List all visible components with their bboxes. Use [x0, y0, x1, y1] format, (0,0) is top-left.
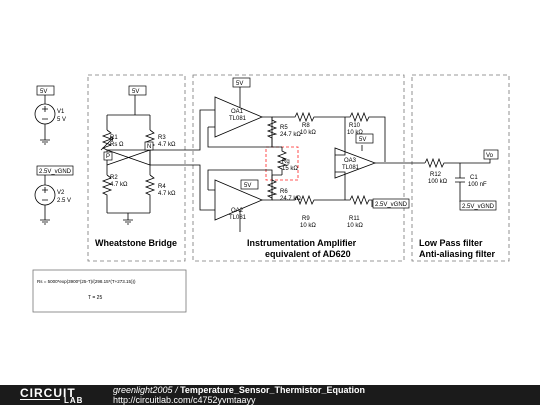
bridge-supply-label: 5V [132, 89, 139, 95]
r4-name: R4 [158, 184, 166, 190]
logo-bottom-text: LAB [64, 396, 84, 405]
equation-line2: T = 25 [88, 295, 102, 301]
node-p-label: P [106, 154, 110, 160]
r11-value: 10 kΩ [347, 223, 363, 229]
footer-bar: CIRCUIT LAB greenlight2005 / Temperature… [0, 385, 540, 405]
equation-line1: Rs = 5000*exp(3900*(25-T)/(298.15*(T+273… [37, 279, 136, 284]
v1-supply-tag: 5V [36, 85, 55, 96]
oa1-supply-tag: 5V [232, 77, 251, 88]
inamp-title-line1: Instrumentation Amplifier [247, 238, 357, 248]
r3-value: 4.7 kΩ [158, 142, 176, 148]
inamp-title-line2: equivalent of AD620 [265, 249, 351, 259]
v1-value: 5 V [57, 117, 66, 123]
r8-name: R8 [302, 123, 310, 129]
r3-name: R3 [158, 135, 166, 141]
oa2-part: TL081 [229, 215, 247, 221]
v2-value: 2.5 V [57, 198, 71, 204]
footer-title-line: greenlight2005 / Temperature_Sensor_Ther… [113, 385, 365, 395]
lpf-gnd-label: 2.5V_vGND [462, 204, 495, 210]
logo-bar [20, 399, 60, 400]
r2-name: R2 [110, 175, 118, 181]
circuit-title: Temperature_Sensor_Thermistor_Equation [180, 385, 365, 395]
lpf-gnd-tag: 2.5V_vGND [459, 200, 497, 211]
r9-value: 10 kΩ [300, 223, 316, 229]
r6-name: R6 [280, 189, 288, 195]
oa3-part: TL081 [342, 165, 360, 171]
inamp-block [192, 74, 405, 262]
v2-supply-tag: 2.5V_vGND [36, 165, 74, 176]
oa2-supply-tag: 5V [240, 179, 259, 190]
node-n-label: N [147, 144, 151, 150]
oa3-name: OA3 [344, 158, 357, 164]
r10-value: 10 kΩ [347, 130, 363, 136]
oa1-name: OA1 [231, 109, 244, 115]
equation-box [32, 269, 187, 313]
circuitlab-logo[interactable]: CIRCUIT LAB [20, 385, 98, 405]
r11-name: R11 [349, 216, 360, 222]
r1-value: Rs Ω [110, 142, 124, 148]
wheatstone-block [87, 74, 186, 262]
node-n-tag: N [144, 141, 154, 151]
r8-value: 10 kΩ [300, 130, 316, 136]
v2-supply-label: 2.5V_vGND [39, 169, 72, 175]
rg-name: Rg [282, 159, 290, 165]
oa2-name: OA2 [231, 208, 244, 214]
author-link[interactable]: greenlight2005 [113, 385, 173, 395]
lpf-block [411, 74, 510, 262]
v1-supply-label: 5V [40, 89, 47, 95]
r4-value: 4.7 kΩ [158, 191, 176, 197]
r5-value: 24.7 kΩ [280, 132, 301, 138]
vo-tag: Vo [483, 149, 499, 160]
r2-value: 4.7 kΩ [110, 182, 128, 188]
inamp-ref-label: 2.5V_vGND [375, 202, 408, 208]
oa3-supply-label: 5V [359, 137, 366, 143]
r10-name: R10 [349, 123, 361, 129]
wheatstone-title: Wheatstone Bridge [95, 238, 177, 248]
rg-value: 15 kΩ [282, 166, 298, 172]
r12-value: 100 kΩ [428, 179, 448, 185]
logo-top-text: CIRCUIT [20, 386, 76, 400]
c1-name: C1 [470, 175, 478, 181]
title-separator: / [172, 385, 181, 395]
schematic: 5V 2.5V_vGND V1 5 V V2 2.5 V 5V R1 Rs Ω … [32, 74, 510, 313]
lpf-title-line1: Low Pass filter [419, 238, 483, 248]
vo-label: Vo [486, 153, 494, 159]
r5-name: R5 [280, 125, 288, 131]
node-p-tag: P [103, 151, 113, 161]
bridge-supply-tag: 5V [128, 85, 147, 96]
v2-name: V2 [57, 190, 65, 196]
lpf-title-line2: Anti-aliasing filter [419, 249, 496, 259]
c1-value: 100 nF [468, 182, 487, 188]
r6-value: 24.7 kΩ [280, 196, 301, 202]
r9-name: R9 [302, 216, 310, 222]
inamp-ref-tag: 2.5V_vGND [372, 198, 410, 209]
r12-name: R12 [430, 172, 442, 178]
oa2-supply-label: 5V [244, 183, 251, 189]
v1-name: V1 [57, 109, 65, 115]
oa1-part: TL081 [229, 116, 247, 122]
oa3-supply-tag: 5V [355, 133, 374, 144]
oa1-supply-label: 5V [236, 81, 243, 87]
r1-name: R1 [110, 135, 118, 141]
circuit-url[interactable]: http://circuitlab.com/c4752yvmtaayy [113, 395, 256, 405]
